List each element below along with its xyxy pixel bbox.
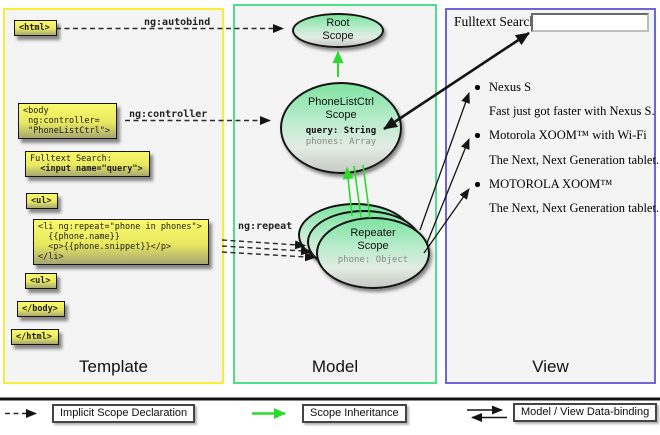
view-item-title: MOTOROLA XOOM™ — [489, 177, 613, 191]
phonelistctrl-scope-ellipse: PhoneListCtrl Scope query: String phones… — [280, 82, 402, 174]
view-item-description: The Next, Next Generation tablet. — [489, 153, 660, 167]
root-scope-title-line1: Root — [326, 17, 350, 29]
phonelist-scope-title-line1: PhoneListCtrl — [307, 96, 375, 108]
bullet-icon — [475, 133, 480, 138]
code-body-close-tag: </body> — [17, 301, 65, 317]
legend-implicit-scope-declaration: Implicit Scope Declaration — [52, 404, 196, 423]
code-body-open-tag: <body ng:controller= "PhoneListCtrl"> — [18, 103, 117, 139]
view-item-title: Nexus S — [489, 80, 532, 94]
code-line: <body — [23, 106, 49, 116]
view-item-title: Motorola XOOM™ with Wi-Fi — [489, 128, 647, 142]
model-panel-label: Model — [311, 357, 359, 376]
view-item-description: The Next, Next Generation tablet. — [489, 201, 660, 215]
code-line: <input name="query"> — [30, 164, 143, 174]
repeater-scope-title-line2: Scope — [357, 239, 389, 252]
code-fulltext-search: Fulltext Search: <input name="query"> — [25, 151, 150, 177]
view-panel: View — [445, 8, 656, 384]
repeater-scope-ellipse: Repeater Scope phone: Object — [316, 217, 430, 289]
code-li-repeat: <li ng:repeat="phone in phones"> {{phone… — [33, 219, 209, 265]
legend-model-view-data-binding: Model / View Data-binding — [513, 403, 658, 422]
code-line: {{phone.name}} — [38, 232, 120, 242]
view-search-input[interactable] — [531, 13, 649, 32]
root-scope-ellipse: Root Scope — [292, 13, 384, 48]
template-panel-label: Template — [79, 357, 148, 376]
repeater-scope-phone-prop: phone: Object — [337, 255, 409, 265]
code-ul-close-tag: <ul> — [25, 273, 58, 289]
ng-autobind-label: ng:autobind — [144, 17, 211, 28]
code-html-close-tag: </html> — [11, 329, 59, 345]
phonelist-scope-query-prop: query: String — [305, 126, 377, 136]
code-line: <p>{{phone.snippet}}</p> — [38, 242, 172, 252]
legend-scope-inheritance: Scope Inheritance — [302, 404, 407, 423]
view-panel-label: View — [532, 357, 569, 376]
ng-repeat-label: ng:repeat — [238, 221, 293, 232]
code-line: </li> — [38, 252, 64, 262]
code-html-open-tag: <html> — [14, 20, 57, 36]
root-scope-title-line2: Scope — [322, 29, 354, 42]
code-line: Fulltext Search: — [30, 154, 112, 164]
bullet-icon — [475, 182, 480, 187]
phonelist-scope-title-line2: Scope — [325, 108, 357, 121]
code-line: <li ng:repeat="phone in phones"> — [38, 222, 202, 232]
view-search-label: Fulltext Search: — [454, 14, 540, 29]
ng-controller-label: ng:controller — [129, 109, 208, 120]
code-line: "PhoneListCtrl"> — [23, 126, 110, 136]
repeater-scope-title-line1: Repeater — [350, 227, 396, 239]
model-panel: Model — [233, 4, 437, 384]
code-line: ng:controller= — [23, 116, 100, 126]
code-ul-open-tag: <ul> — [26, 193, 59, 209]
bullet-icon — [475, 85, 480, 90]
view-item-description: Fast just got faster with Nexus S. — [489, 104, 655, 118]
phonelist-scope-phones-prop: phones: Array — [305, 137, 377, 147]
